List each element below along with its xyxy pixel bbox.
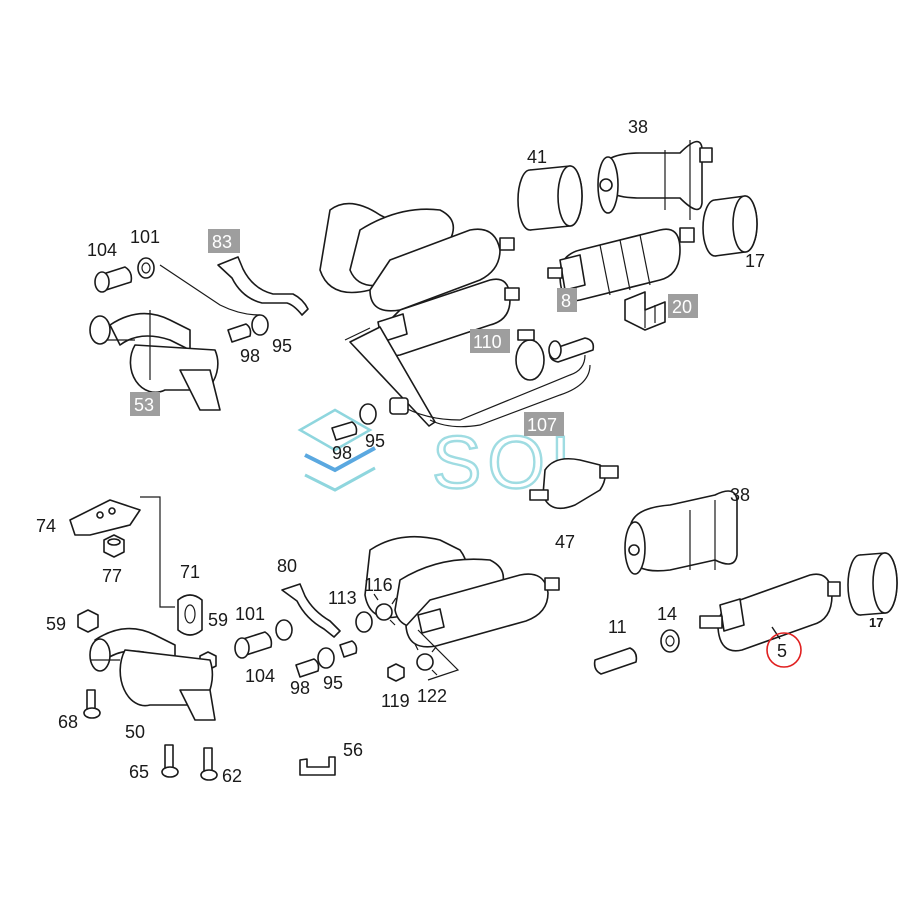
fitting-near-110 — [548, 337, 595, 363]
label-98-mid: 98 — [332, 443, 352, 463]
label-104-bottom: 104 — [245, 666, 275, 686]
label-107: 107 — [527, 415, 557, 435]
washer-101-top — [137, 257, 155, 279]
part-labels: 38 41 17 104 101 98 95 98 95 47 38 17 14… — [36, 117, 883, 786]
rubber-ring-41 — [517, 165, 583, 231]
fuel-pump-8 — [547, 227, 695, 302]
label-5: 5 — [777, 641, 787, 661]
rubber-ring-17-top — [702, 195, 758, 257]
label-122: 122 — [417, 686, 447, 706]
clamp-assembly-53 — [89, 310, 221, 411]
label-77: 77 — [102, 566, 122, 586]
pipe-80 — [275, 583, 358, 678]
highlighted-labels: 83 8 20 53 110 107 — [130, 229, 698, 436]
label-98-top: 98 — [240, 346, 260, 366]
label-95-top: 95 — [272, 336, 292, 356]
label-59-left: 59 — [46, 614, 66, 634]
label-11: 11 — [608, 617, 627, 637]
label-119: 119 — [381, 691, 410, 711]
label-38-top: 38 — [628, 117, 648, 137]
fittings-98-95-mid — [331, 403, 377, 441]
label-101-bottom: 101 — [235, 604, 265, 624]
banjo-bolt-104-bottom — [234, 631, 273, 659]
label-98-bottom: 98 — [290, 678, 310, 698]
label-68: 68 — [58, 712, 78, 732]
label-74: 74 — [36, 516, 56, 536]
label-53: 53 — [134, 395, 154, 415]
label-95-bottom: 95 — [323, 673, 343, 693]
label-113: 113 — [328, 588, 357, 608]
fittings-98-95-top — [227, 314, 269, 343]
clamp-50 — [89, 627, 216, 721]
label-83: 83 — [212, 232, 232, 252]
bracket-20 — [624, 291, 666, 331]
nut-77 — [103, 534, 125, 558]
label-47: 47 — [555, 532, 575, 552]
small-parts-113-116 — [355, 593, 397, 633]
banjo-bolt-104-top — [94, 266, 133, 293]
fuel-accumulator-38-top — [597, 140, 713, 220]
label-59-right: 59 — [208, 610, 228, 630]
label-110: 110 — [473, 332, 502, 352]
fuel-filter-stack-bottom — [364, 535, 560, 681]
label-104-top: 104 — [87, 240, 117, 260]
hose-clip-110 — [515, 329, 545, 381]
fitting-11 — [593, 647, 638, 675]
fuel-pump-5 — [699, 573, 841, 652]
label-71: 71 — [180, 562, 200, 582]
label-17-bottom: 17 — [869, 615, 883, 630]
label-20: 20 — [672, 297, 692, 317]
label-41: 41 — [527, 147, 547, 167]
label-101-top: 101 — [130, 227, 160, 247]
washer-14 — [660, 629, 680, 653]
label-116: 116 — [364, 575, 393, 595]
mount-74 — [69, 496, 175, 608]
bolt-68 — [83, 689, 101, 719]
nut-119-washer-122 — [387, 643, 438, 682]
pressure-regulator-47 — [529, 457, 619, 510]
label-65: 65 — [129, 762, 149, 782]
fuel-filter-stack — [319, 202, 520, 357]
fuel-accumulator-38-bottom — [624, 490, 738, 575]
label-38-bottom: 38 — [730, 485, 750, 505]
label-80: 80 — [277, 556, 297, 576]
label-50: 50 — [125, 722, 145, 742]
label-8: 8 — [561, 291, 571, 311]
label-17-top: 17 — [745, 251, 765, 271]
clip-56 — [299, 756, 336, 776]
label-14: 14 — [657, 604, 677, 624]
fuel-line — [344, 326, 591, 428]
callout-part-5: 5 — [766, 626, 802, 668]
rubber-mount-71 — [177, 594, 203, 636]
pipe-83 — [159, 256, 309, 316]
bolts-65-62 — [161, 744, 218, 781]
label-95-mid: 95 — [365, 431, 385, 451]
rubber-ring-17-bottom — [847, 552, 898, 616]
label-62: 62 — [222, 766, 242, 786]
label-56: 56 — [343, 740, 363, 760]
